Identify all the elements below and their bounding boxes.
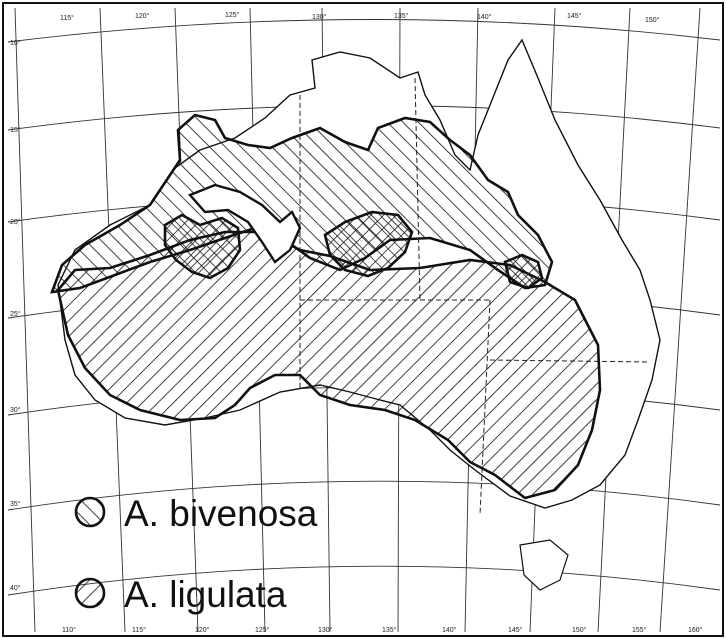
lon-label-bottom: 135°	[382, 626, 397, 634]
lon-label-bottom: 155°	[632, 626, 647, 634]
lat-label: 15°	[10, 126, 21, 134]
lon-label-bottom: 125°	[255, 626, 270, 634]
graticule-labels: 10° 15° 20° 25° 30° 35° 40° 115° 120° 12…	[10, 11, 703, 634]
latitude-line-35	[7, 480, 721, 511]
lon-label-bottom: 150°	[572, 626, 587, 634]
latitude-line-40	[7, 565, 721, 596]
hatch-forward-icon	[74, 496, 106, 528]
legend-label-ligulata: A. ligulata	[124, 574, 287, 615]
legend: A. bivenosa A. ligulata	[74, 493, 318, 615]
lon-label-top: 145°	[567, 12, 582, 20]
latitude-line-10	[7, 19, 721, 43]
overlap-zone-east	[503, 253, 544, 290]
range-gap	[187, 183, 302, 264]
legend-item-bivenosa: A. bivenosa	[74, 493, 318, 534]
overlap-zone-west	[163, 213, 242, 280]
lat-label: 30°	[10, 406, 21, 414]
lon-label-bottom: 130°	[318, 626, 333, 634]
lat-label: 40°	[10, 584, 21, 592]
lat-label: 20°	[10, 218, 21, 226]
longitude-line-155	[659, 7, 701, 633]
tasmania	[519, 539, 569, 591]
lon-label-top: 135°	[394, 12, 409, 20]
lon-label-top: 150°	[645, 16, 660, 24]
lon-label-bottom: 145°	[508, 626, 523, 634]
lon-label-bottom: 160°	[688, 626, 703, 634]
lat-label: 35°	[10, 500, 21, 508]
lon-label-bottom: 140°	[442, 626, 457, 634]
lon-label-top: 130°	[312, 13, 327, 21]
lon-label-bottom: 110°	[62, 626, 76, 634]
lon-label-bottom: 115°	[132, 626, 146, 634]
legend-item-ligulata: A. ligulata	[74, 574, 287, 615]
lon-label-top: 125°	[225, 11, 240, 19]
lat-label: 25°	[10, 310, 21, 318]
lon-label-top: 115°	[60, 14, 74, 22]
hatch-backward-icon	[74, 577, 106, 609]
lat-label: 10°	[10, 39, 21, 47]
longitude-line-110	[14, 7, 36, 633]
lon-label-bottom: 120°	[195, 626, 210, 634]
lon-label-top: 140°	[477, 13, 492, 21]
overlap-zone-central	[323, 210, 414, 278]
legend-label-bivenosa: A. bivenosa	[124, 493, 318, 534]
lon-label-top: 120°	[135, 12, 150, 20]
